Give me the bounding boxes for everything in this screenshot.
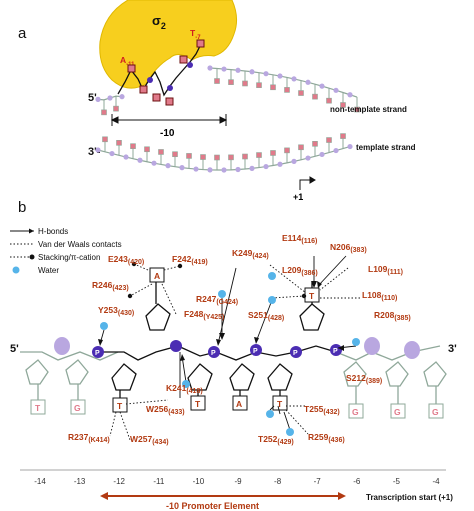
svg-text:P: P [211,350,216,357]
nontemplate-label: non-template strand [330,105,407,114]
position-axis: -14 -13 -12 -11 -10 -9 -8 -7 -6 -5 -4 [20,469,446,486]
svg-text:P: P [253,348,258,355]
plus1-label: +1 [293,192,303,202]
legend-hbond: H-bonds [38,227,68,236]
residue-labels: E243(420) F242(419) R246(423) Y253(430) K249… [68,233,411,446]
template-strand [95,133,353,173]
residue-r208: R208(385) [374,310,411,322]
sigma2-domain [99,0,238,89]
svg-text:T: T [277,399,283,409]
plus1-marker [299,176,316,190]
position-tick: -10 [193,477,205,486]
svg-text:G: G [432,407,439,417]
residue-s251: S251(428) [248,310,284,322]
minus10-span [110,114,228,126]
residue-r246: R246(423) [92,280,129,292]
position-tick: -12 [113,477,125,486]
legend-vdw: Van der Waals contacts [38,240,122,249]
position-tick: -9 [234,477,242,486]
interaction-lines [99,255,360,441]
svg-text:P: P [333,348,338,355]
residue-s212: S212(389) [346,373,382,385]
promoter-label: -10 Promoter Element [166,501,259,511]
svg-text:P: P [293,350,298,357]
legend: H-bonds Van der Waals contacts Stacking/… [10,227,122,275]
b-five-prime: 5' [10,343,19,355]
residue-f248: F248(Y425) [184,309,224,321]
residue-y253: Y253(430) [98,305,134,317]
flipped-base-A: A [149,267,165,283]
svg-text:T: T [195,399,201,409]
position-tick: -4 [432,477,440,486]
position-tick: -5 [393,477,401,486]
svg-text:T: T [35,403,41,413]
residue-n206: N206(383) [330,242,367,254]
residue-r259: R259(436) [308,432,345,444]
flipped-base-T: T [304,287,320,303]
residue-l209: L209(386) [282,265,318,277]
residue-w256: W256(433) [146,404,185,416]
tss-label: Transcription start (+1) [366,493,453,502]
residue-t255: T255(432) [304,404,340,416]
t7-label: T-7 [190,28,201,41]
b-three-prime: 3' [448,343,457,355]
residue-f242: F242(419) [172,254,208,266]
svg-text:T: T [117,401,123,411]
residue-k241: K241(418) [166,383,203,395]
promoter-span [100,492,346,500]
svg-text:A: A [154,271,160,281]
residue-t252: T252(429) [258,434,294,446]
sigma2-label: σ2 [152,13,166,31]
svg-text:A: A [236,399,242,409]
position-tick: -6 [353,477,361,486]
phosphates: P P P P P [54,337,420,359]
position-tick: -7 [314,477,322,486]
legend-water: Water [38,266,59,275]
residue-l109: L109(111) [368,264,403,276]
nontemplate-strand [95,65,360,116]
position-tick: -13 [74,477,86,486]
svg-text:G: G [352,407,359,417]
position-tick: -8 [274,477,282,486]
legend-water-swatch [12,266,20,274]
flanking-sugars [25,359,447,404]
residue-e243: E243(420) [108,254,144,266]
svg-text:G: G [74,403,81,413]
water-molecules [100,272,360,436]
bases-bottom: T G T T A T G G G [30,395,444,419]
position-tick: -11 [153,477,165,486]
residue-e114: E114(116) [282,233,317,245]
minus10-label: -10 [160,128,175,139]
arrowheads [98,261,344,361]
panel-b-label: b [18,199,26,216]
svg-text:T: T [309,291,315,301]
residue-l108: L108(110) [362,290,397,302]
template-label: template strand [356,143,416,152]
residue-r237: R237(K414) [68,432,110,444]
core-sugars [111,282,325,398]
legend-stacking: Stacking/π-cation [38,253,100,262]
flipped-bases [127,39,205,106]
position-tick: -14 [34,477,46,486]
residue-r247: R247(G424) [196,294,238,306]
svg-text:G: G [394,407,401,417]
svg-text:P: P [95,350,100,357]
residue-k249: K249(424) [232,248,269,260]
panel-a-label: a [18,25,27,42]
residue-w257: W257(434) [130,434,169,446]
